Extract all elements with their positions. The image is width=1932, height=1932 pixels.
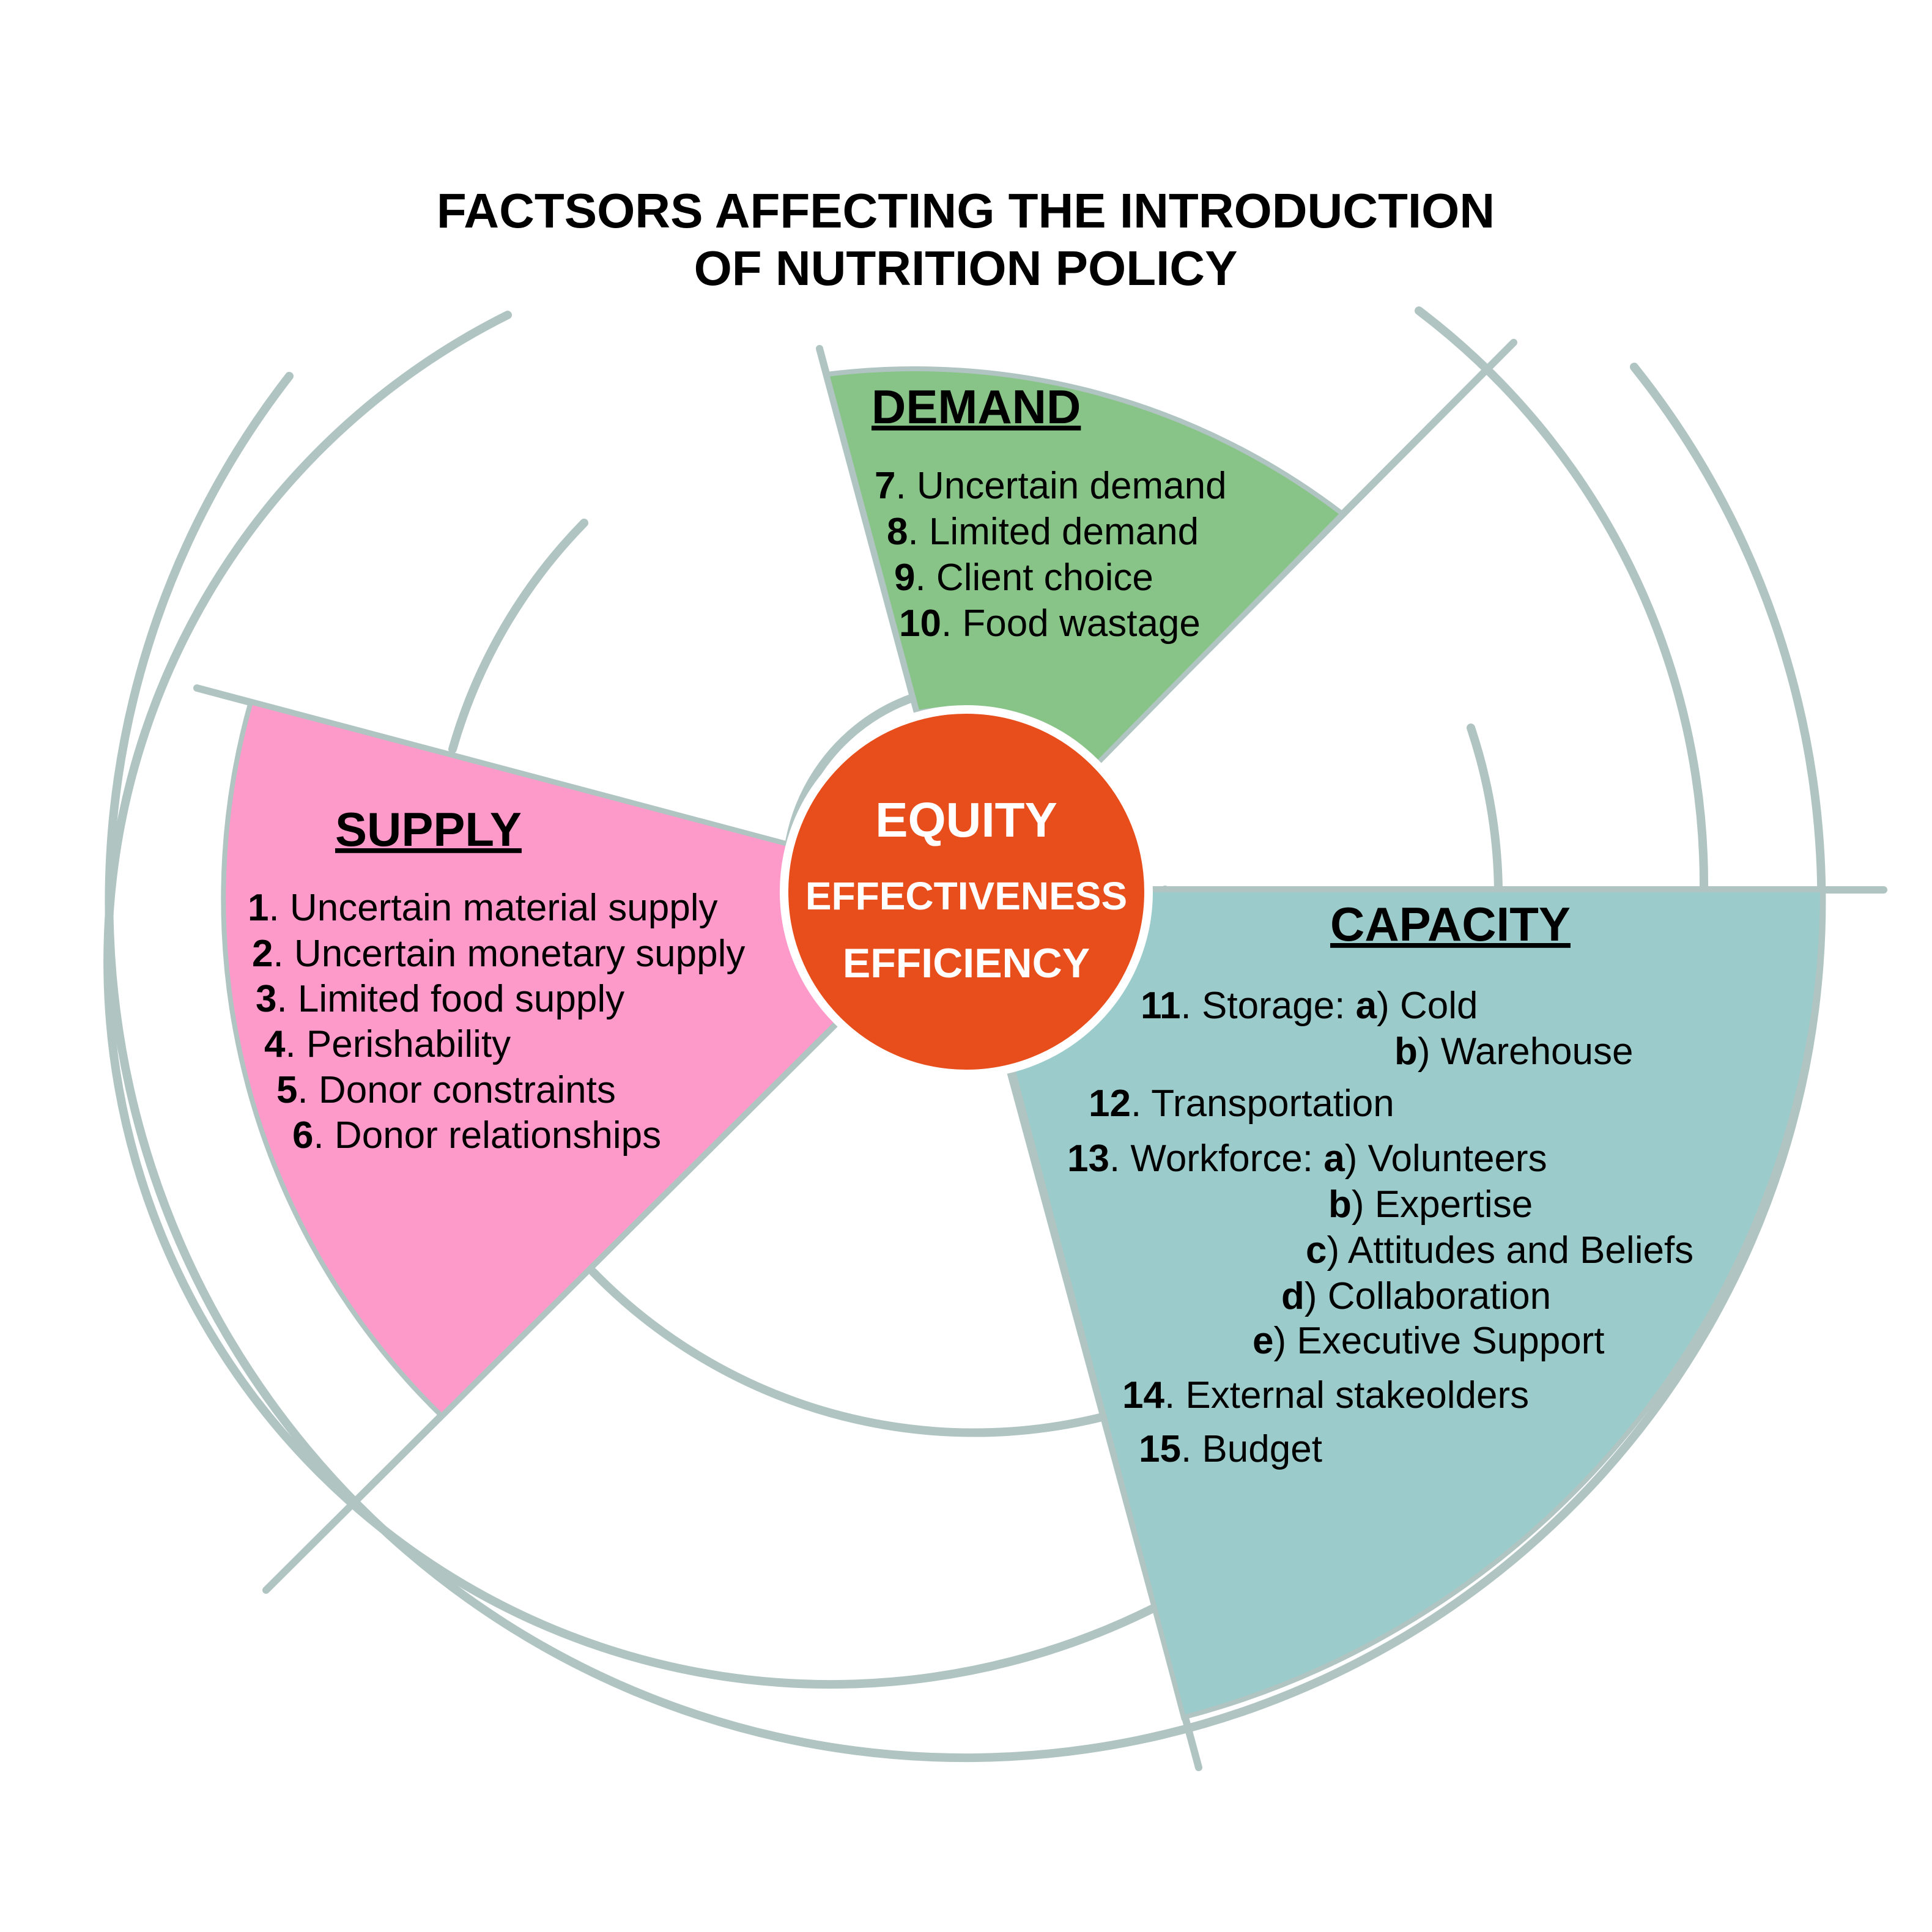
- title-line-2: OF NUTRITION POLICY: [694, 241, 1238, 295]
- capacity-item: 15. Budget: [1139, 1428, 1322, 1470]
- supply-item: 3. Limited food supply: [256, 978, 624, 1020]
- demand-item: 8. Limited demand: [887, 511, 1199, 553]
- inner-ring-arc-right: [1467, 724, 1503, 894]
- capacity-subitem: b) Warehouse: [1394, 1031, 1634, 1073]
- middle-ring-arc-left: [103, 311, 1157, 1689]
- demand-item: 10. Food wastage: [899, 602, 1201, 645]
- supply-item: 6. Donor relationships: [292, 1114, 661, 1157]
- capacity-subitem: c) Attitudes and Beliefs: [1306, 1229, 1693, 1271]
- inner-ring-arc-bottom: [589, 1268, 1111, 1437]
- supply-item: 5. Donor constraints: [276, 1069, 616, 1111]
- demand-list: 7. Uncertain demand 8. Limited demand 9.…: [875, 465, 1227, 645]
- supply-item: 2. Uncertain monetary supply: [252, 933, 745, 975]
- supply-item: 4. Perishability: [264, 1023, 511, 1065]
- supply-list: 1. Uncertain material supply 2. Uncertai…: [248, 887, 745, 1157]
- capacity-subitem: d) Collaboration: [1281, 1275, 1551, 1317]
- middle-ring-arc-right: [1415, 306, 1709, 894]
- supply-item: 1. Uncertain material supply: [248, 887, 717, 929]
- core-effectiveness: EFFECTIVENESS: [805, 874, 1127, 918]
- capacity-subitem: e) Executive Support: [1253, 1320, 1605, 1362]
- demand-title: DEMAND: [872, 380, 1081, 434]
- core-efficiency: EFFICIENCY: [843, 940, 1090, 986]
- capacity-item: 14. External stakeolders: [1122, 1374, 1529, 1416]
- capacity-item: 13. Workforce: a) Volunteers: [1067, 1138, 1547, 1180]
- demand-item: 9. Client choice: [894, 557, 1153, 599]
- supply-title: SUPPLY: [335, 802, 522, 856]
- inner-ring-arc-left: [448, 519, 588, 753]
- capacity-subitem: b) Expertise: [1328, 1183, 1533, 1226]
- core-circle: [780, 705, 1153, 1078]
- capacity-list: 11. Storage: a) Cold b) Warehouse 12. Tr…: [1067, 985, 1693, 1470]
- demand-item: 7. Uncertain demand: [875, 465, 1227, 507]
- capacity-item: 12. Transportation: [1089, 1083, 1394, 1125]
- core-equity: EQUITY: [875, 793, 1057, 847]
- title-line-1: FACTSORS AFFECTING THE INTRODUCTION: [437, 183, 1495, 238]
- capacity-item: 11. Storage: a) Cold: [1141, 985, 1478, 1027]
- capacity-title: CAPACITY: [1330, 897, 1571, 951]
